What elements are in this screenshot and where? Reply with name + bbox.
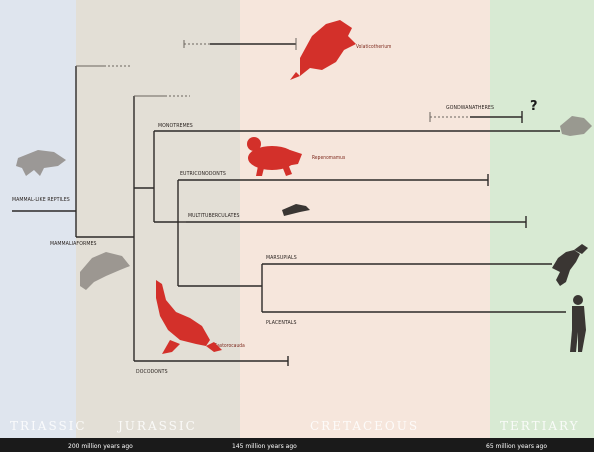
period-label-tertiary: TERTIARY [500, 419, 580, 433]
label-question-mark: ? [530, 99, 538, 114]
time-label-200mya: 200 million years ago [68, 443, 133, 450]
label-mammal-like-reptiles: MAMMAL-LIKE REPTILES [12, 197, 70, 203]
cretaceous-band [240, 0, 490, 452]
label-volaticotherium: Volaticotherium [356, 44, 391, 50]
label-placentals: PLACENTALS [266, 320, 297, 326]
label-mammaliaformes: MAMMALIAFORMES [50, 241, 97, 247]
period-label-jurassic: JURASSIC [116, 419, 197, 433]
label-monotremes: MONOTREMES [158, 123, 193, 129]
period-label-triassic: TRIASSIC [10, 419, 87, 433]
label-marsupials: MARSUPIALS [266, 255, 297, 261]
label-gondwanatheres: GONDWANATHERES [446, 105, 494, 111]
period-label-cretaceous: CRETACEOUS [310, 419, 419, 433]
label-docodonts: DOCODONTS [136, 369, 168, 375]
time-label-65mya: 65 million years ago [486, 443, 547, 450]
tertiary-band [490, 0, 594, 452]
label-multituberculates: MULTITUBERCULATES [188, 213, 240, 219]
jurassic-band [76, 0, 240, 452]
time-label-145mya: 145 million years ago [232, 443, 297, 450]
label-eutriconodonts: EUTRICONODONTS [180, 171, 226, 177]
label-repenomamus: Repenomamus [312, 155, 346, 161]
triassic-band [0, 0, 76, 452]
